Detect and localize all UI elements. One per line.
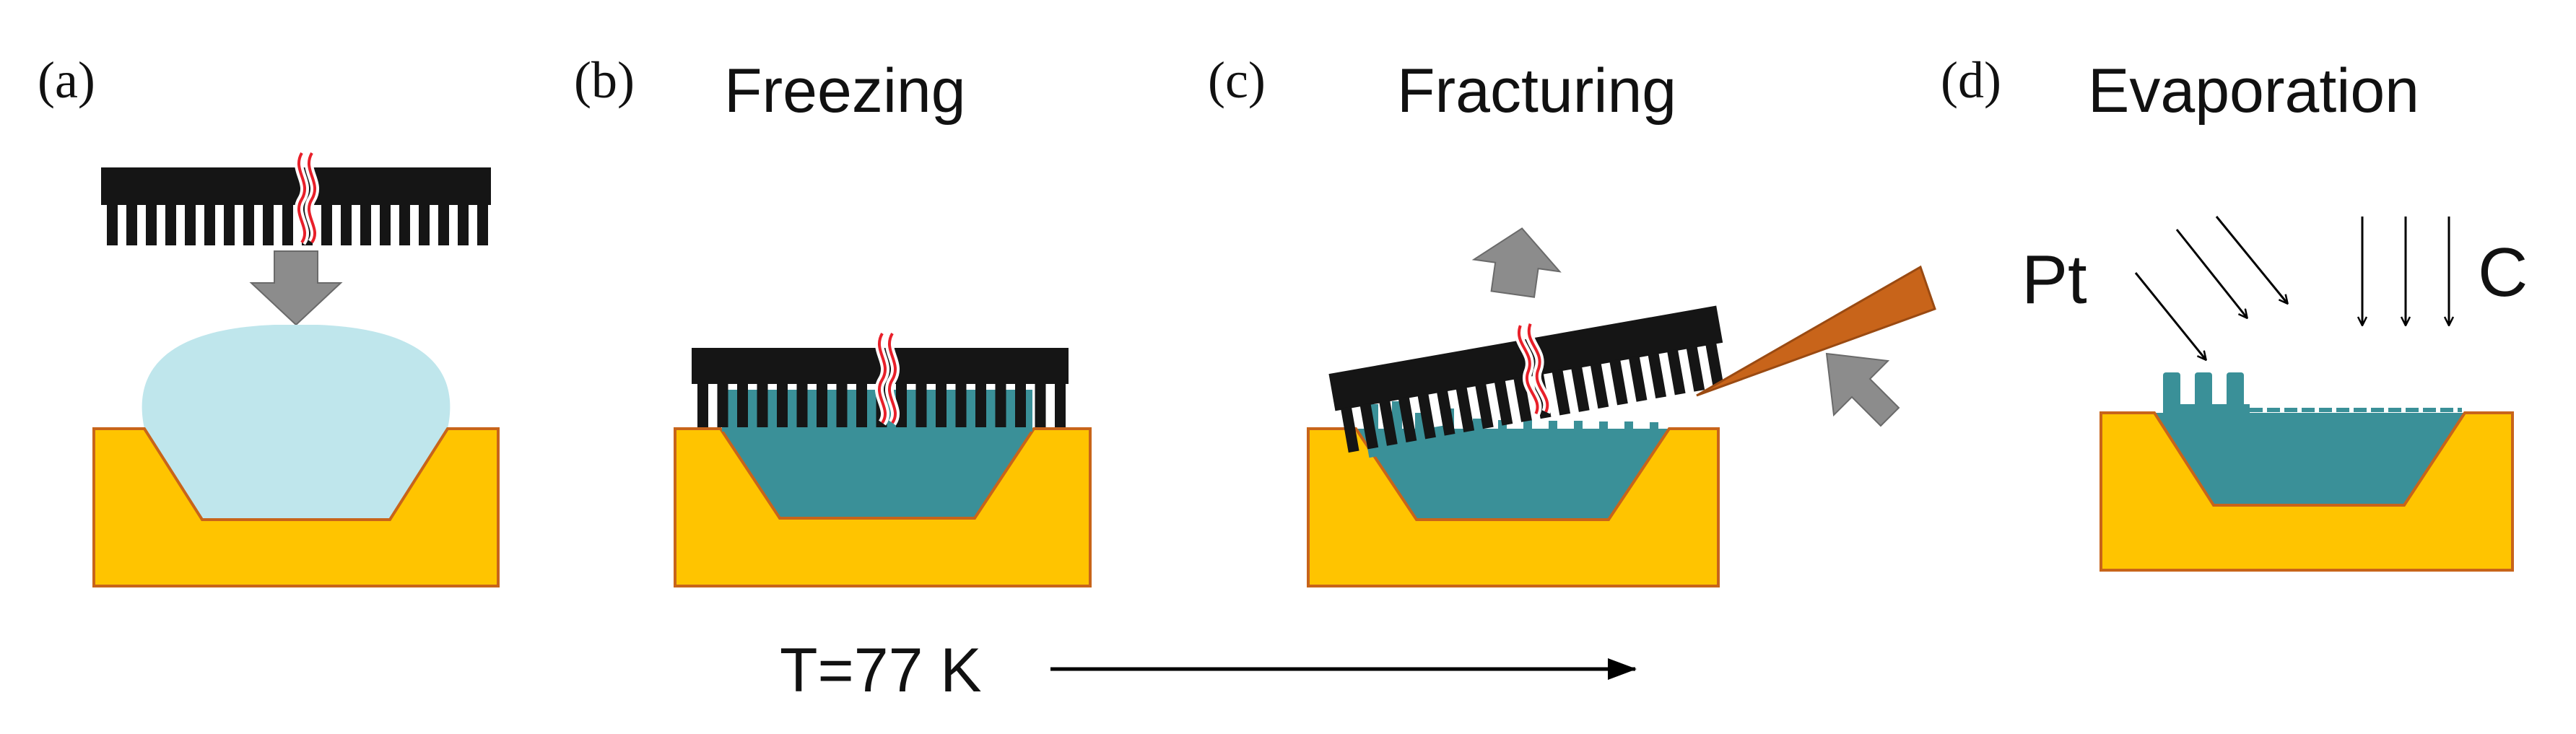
comb-tooth xyxy=(1609,359,1628,406)
comb-tooth xyxy=(146,204,157,245)
comb-tooth xyxy=(1436,389,1455,436)
comb-tooth xyxy=(717,383,728,427)
panel-c-letter: (c) xyxy=(1208,51,1266,109)
comb-tooth xyxy=(1628,356,1648,402)
comb-tooth xyxy=(1590,362,1609,409)
comb-tooth xyxy=(1494,379,1513,426)
comb-tooth xyxy=(282,204,293,245)
comb-tooth xyxy=(1686,346,1705,392)
panel-c: (c) Fracturing xyxy=(1208,51,1936,587)
comb-tooth xyxy=(817,383,827,427)
comb-tooth xyxy=(380,204,391,245)
comb-tooth xyxy=(1055,383,1066,427)
comb-tooth xyxy=(399,204,410,245)
comb-tooth xyxy=(915,383,927,427)
knife-blade-icon xyxy=(1696,265,1936,397)
comb-tooth xyxy=(1341,406,1359,453)
comb-tooth xyxy=(1379,400,1398,446)
comb-tooth xyxy=(1398,396,1417,443)
temperature-label: T=77 K xyxy=(780,636,982,705)
comb-tooth xyxy=(1035,383,1046,427)
comb-tooth xyxy=(1417,393,1436,440)
c-label: C xyxy=(2478,234,2528,311)
comb-tooth xyxy=(107,204,118,245)
replica-pillars xyxy=(2163,372,2250,414)
comb-tooth xyxy=(757,383,768,427)
comb-stamp-icon xyxy=(101,150,491,245)
comb-tooth xyxy=(224,204,235,245)
comb-tooth xyxy=(1648,352,1667,399)
comb-tooth xyxy=(1015,383,1026,427)
comb-tooth xyxy=(1359,403,1379,450)
down-arrow-icon xyxy=(249,250,343,326)
comb-tooth xyxy=(165,204,176,245)
frozen-liquid-c xyxy=(1356,429,1669,520)
comb-tooth xyxy=(321,204,332,245)
comb-tooth xyxy=(1455,386,1475,432)
pt-label: Pt xyxy=(2022,241,2087,318)
comb-tooth xyxy=(697,383,708,427)
up-arrow-icon xyxy=(1471,227,1562,298)
comb-tooth xyxy=(341,204,352,245)
comb-tooth xyxy=(438,204,449,245)
comb-tooth xyxy=(243,204,254,245)
panel-d: (d) Evaporation Pt C xyxy=(1941,51,2528,572)
frozen-liquid-b xyxy=(721,429,1034,518)
temperature-row: T=77 K xyxy=(780,636,1637,705)
comb-tooth xyxy=(737,383,748,427)
comb-tooth xyxy=(995,383,1006,427)
substrate-c xyxy=(1307,427,1720,587)
panel-a-letter: (a) xyxy=(38,51,95,109)
comb-tooth xyxy=(126,204,137,245)
panel-c-title: Fracturing xyxy=(1397,56,1676,126)
comb-tooth xyxy=(419,204,430,245)
push-arrow-icon xyxy=(1825,352,1900,427)
substrate-a xyxy=(92,427,500,587)
substrate-d xyxy=(2099,411,2514,572)
comb-tooth xyxy=(1705,342,1724,388)
comb-tooth xyxy=(1475,383,1494,429)
comb-tooth xyxy=(856,383,867,427)
frozen-liquid-d xyxy=(2154,413,2465,505)
comb-tooth xyxy=(777,383,788,427)
comb-tooth xyxy=(1552,369,1571,416)
comb-tooth xyxy=(263,204,274,245)
comb-tooth xyxy=(1667,349,1686,396)
comb-tooth xyxy=(955,383,967,427)
panel-a: (a) xyxy=(38,51,500,587)
comb-tooth xyxy=(458,204,469,245)
panel-b: (b) Freezing xyxy=(574,51,1092,587)
comb-tooth xyxy=(1571,366,1590,412)
panel-b-letter: (b) xyxy=(574,51,635,109)
panel-d-letter: (d) xyxy=(1941,51,2001,109)
comb-tooth xyxy=(796,383,808,427)
comb-tooth xyxy=(836,383,848,427)
c-deposition-arrows-icon xyxy=(2362,217,2449,325)
comb-tooth xyxy=(936,383,947,427)
substrate-b xyxy=(674,427,1092,587)
panel-b-title: Freezing xyxy=(724,56,966,126)
comb-tooth xyxy=(360,204,371,245)
panel-d-title: Evaporation xyxy=(2088,56,2419,126)
comb-tooth xyxy=(1513,376,1532,422)
comb-stamp-icon xyxy=(692,331,1069,432)
liquid-droplet xyxy=(142,325,451,520)
comb-tooth xyxy=(185,204,196,245)
comb-tooth xyxy=(204,204,215,245)
comb-tooth xyxy=(975,383,986,427)
comb-stamp-icon xyxy=(1328,305,1724,458)
comb-tooth xyxy=(477,204,488,245)
pt-deposition-arrows-icon xyxy=(2134,216,2287,359)
